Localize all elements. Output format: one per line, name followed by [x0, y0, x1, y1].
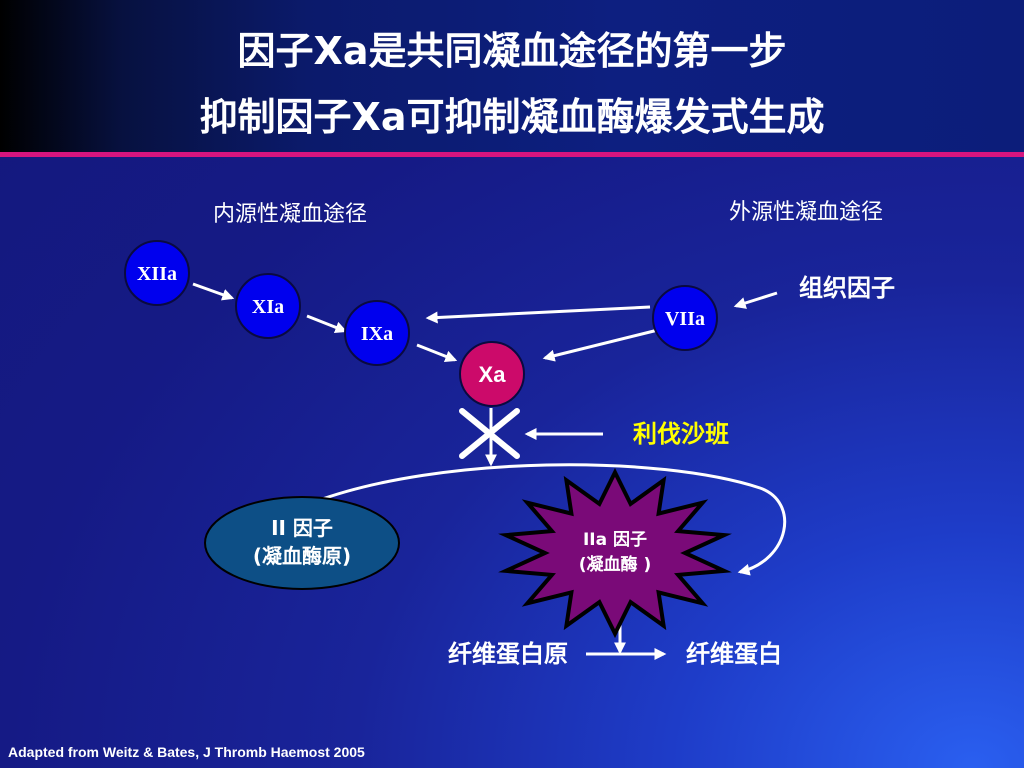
- prothrombin-line2: (凝血酶原): [253, 544, 351, 568]
- node-ixa: IXa: [344, 300, 410, 366]
- inhibitor-label: 利伐沙班: [633, 420, 729, 448]
- intrinsic-pathway-label: 内源性凝血途径: [213, 202, 367, 227]
- arrow-viia-to-xa: [542, 328, 659, 362]
- arrow-viia-to-ixa: [425, 305, 651, 324]
- node-ixa-label: IXa: [361, 323, 393, 345]
- node-xa-label: Xa: [479, 362, 507, 387]
- node-viia: VIIa: [652, 285, 718, 351]
- arrow-xiia-to-xia: [192, 282, 235, 301]
- arrow-tissue-factor-to-viia: [733, 291, 778, 309]
- slide-title-line1: 因子Xa是共同凝血途径的第一步: [237, 29, 787, 73]
- thrombin-burst: IIa 因子 (凝血酶 ): [498, 467, 732, 639]
- thrombin-burst-shape: [498, 467, 732, 639]
- prothrombin-node: II 因子 (凝血酶原): [204, 496, 400, 590]
- citation-footer: Adapted from Weitz & Bates, J Thromb Hae…: [8, 744, 365, 760]
- node-xia-label: XIa: [252, 296, 284, 318]
- prothrombin-line1: II 因子: [271, 516, 333, 540]
- node-viia-label: VIIa: [665, 308, 705, 330]
- arrow-xia-to-ixa: [306, 314, 348, 334]
- header-band: [0, 0, 1024, 152]
- arrow-conversion-curve: [313, 463, 787, 576]
- extrinsic-pathway-label: 外源性凝血途径: [729, 200, 883, 225]
- slide-title-line2: 抑制因子Xa可抑制凝血酶爆发式生成: [199, 95, 825, 139]
- header-divider: [0, 152, 1024, 157]
- node-xa: Xa: [459, 341, 525, 407]
- arrow-ixa-to-xa: [416, 343, 458, 363]
- node-xiia-label: XIIa: [137, 263, 177, 285]
- fibrinogen-label: 纤维蛋白原: [448, 640, 568, 668]
- thrombin-line2: (凝血酶 ): [579, 554, 651, 575]
- inhibition-x-icon: [459, 408, 520, 459]
- fibrin-label: 纤维蛋白: [686, 640, 782, 668]
- node-xiia: XIIa: [124, 240, 190, 306]
- thrombin-line1: IIa 因子: [583, 530, 647, 550]
- node-xia: XIa: [235, 273, 301, 339]
- tissue-factor-label: 组织因子: [799, 274, 895, 302]
- pathway-arrows: [192, 282, 787, 660]
